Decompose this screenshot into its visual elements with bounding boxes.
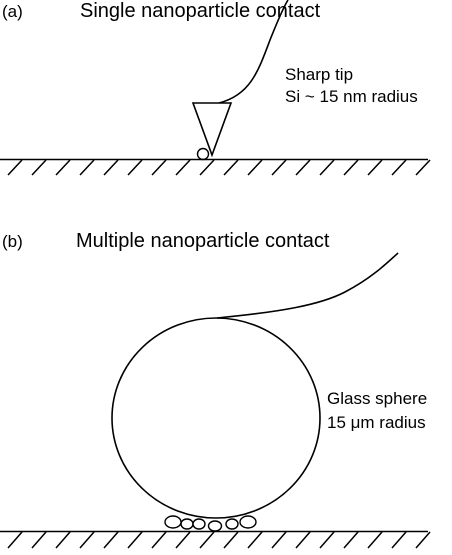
hatch-mark	[31, 531, 47, 549]
hatch-mark	[151, 159, 167, 176]
hatch-mark	[271, 159, 287, 176]
hatch-mark	[127, 159, 143, 176]
hatch-mark	[415, 159, 431, 176]
surface-a-hatching	[7, 159, 431, 176]
hatch-mark	[271, 531, 287, 549]
hatch-mark	[247, 531, 263, 549]
hatch-mark	[391, 159, 407, 176]
nanoparticle-b-6	[239, 515, 257, 529]
hatch-mark	[295, 159, 311, 176]
panel-a-label: (a)	[2, 2, 23, 21]
nanoparticle-b-2	[180, 518, 194, 530]
hatch-mark	[319, 159, 335, 176]
panel-b: (b) Multiple nanoparticle contact Glass …	[0, 230, 431, 549]
sharp-tip	[191, 102, 233, 158]
nanoparticle-a	[196, 147, 210, 161]
hatch-mark	[415, 531, 431, 549]
nanoparticle-b-4	[207, 520, 223, 532]
hatch-mark	[247, 159, 263, 176]
hatch-mark	[151, 531, 167, 549]
cantilever-a	[218, 0, 289, 104]
hatch-mark	[103, 159, 119, 176]
hatch-mark	[319, 531, 335, 549]
nanoparticle-b-1	[164, 515, 182, 529]
surface-b-hatching	[7, 531, 431, 549]
sphere-label-line2: 15 μm radius	[327, 413, 426, 432]
hatch-mark	[127, 531, 143, 549]
hatch-mark	[343, 159, 359, 176]
hatch-mark	[79, 531, 95, 549]
hatch-mark	[7, 159, 23, 176]
glass-sphere	[111, 317, 321, 519]
hatch-mark	[55, 159, 71, 176]
hatch-mark	[295, 531, 311, 549]
hatch-mark	[199, 531, 215, 549]
hatch-mark	[79, 159, 95, 176]
hatch-mark	[223, 531, 239, 549]
hatch-mark	[343, 531, 359, 549]
hatch-mark	[223, 159, 239, 176]
tip-label-line2: Si ~ 15 nm radius	[285, 87, 418, 106]
panel-b-title: Multiple nanoparticle contact	[76, 230, 330, 252]
panel-b-label: (b)	[2, 232, 23, 251]
tip-label-line1: Sharp tip	[285, 65, 353, 84]
nanoparticle-b-5	[225, 518, 239, 530]
hatch-mark	[367, 531, 383, 549]
hatch-mark	[103, 531, 119, 549]
sphere-label-line1: Glass sphere	[327, 389, 427, 408]
panel-a: (a) Single nanoparticle contact Sharp ti…	[0, 0, 431, 176]
hatch-mark	[7, 531, 23, 549]
panel-a-title: Single nanoparticle contact	[80, 0, 321, 22]
hatch-mark	[55, 531, 71, 549]
hatch-mark	[367, 159, 383, 176]
hatch-mark	[391, 531, 407, 549]
hatch-mark	[175, 159, 191, 176]
cantilever-b	[216, 252, 399, 319]
nanoparticle-b-3	[192, 518, 206, 530]
hatch-mark	[31, 159, 47, 176]
hatch-mark	[175, 531, 191, 549]
hatch-mark	[199, 159, 215, 176]
